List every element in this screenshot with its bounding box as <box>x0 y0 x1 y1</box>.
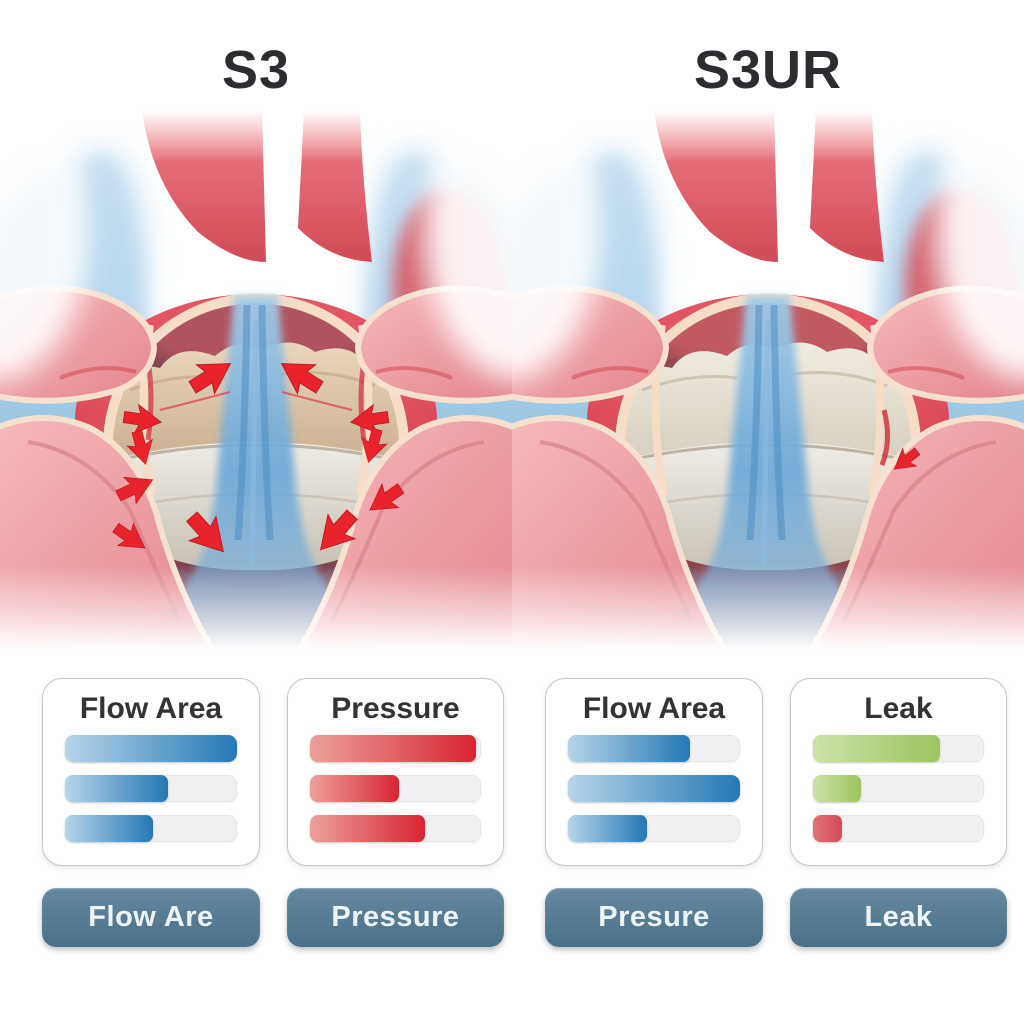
bar-track <box>813 735 984 762</box>
bar-fill-green <box>813 775 861 802</box>
bar-track <box>568 815 740 842</box>
heart-valve-illustration-s3ur <box>512 110 1024 650</box>
panel-title: Leak <box>864 692 933 725</box>
bar-track <box>310 735 481 762</box>
panel-title: Pressure <box>331 692 460 725</box>
bar-track <box>310 775 481 802</box>
pressure-button[interactable]: Pressure <box>287 888 504 947</box>
metric-panel-flow-area-s3: Flow Area <box>42 678 260 866</box>
edge-fade <box>0 110 89 380</box>
bar-track <box>65 775 237 802</box>
metric-panel-flow-area-s3ur: Flow Area <box>545 678 763 866</box>
metric-panel-pressure-s3: Pressure <box>287 678 504 866</box>
bar-fill-blue <box>568 735 691 762</box>
bar-fill-blue <box>568 815 648 842</box>
bar-fill-blue <box>65 775 169 802</box>
bar-fill-red <box>310 735 476 762</box>
bar-fill-red <box>310 775 399 802</box>
heart-valve-illustration-s3 <box>0 110 512 650</box>
metric-panel-leak-s3ur: Leak <box>790 678 1007 866</box>
bar-fill-leak_red <box>813 815 843 842</box>
bar-group <box>43 726 259 842</box>
bar-track <box>813 815 984 842</box>
panel-title: Flow Area <box>582 692 726 725</box>
bottom-fade <box>512 565 1024 650</box>
pressure-button-s3ur[interactable]: Presure <box>545 888 763 947</box>
edge-fade <box>512 110 601 380</box>
bar-group <box>288 726 503 842</box>
page-title-right: S3UR <box>693 40 843 100</box>
bar-fill-blue <box>65 815 153 842</box>
bar-fill-blue <box>568 775 740 802</box>
bar-fill-green <box>813 735 940 762</box>
bar-group <box>791 726 1006 842</box>
bar-track <box>310 815 481 842</box>
bottom-fade <box>0 565 512 650</box>
page-title-left: S3 <box>221 40 291 100</box>
bar-track <box>568 735 740 762</box>
panel-title: Flow Area <box>79 692 223 725</box>
illustrations-row <box>0 110 1024 650</box>
edge-fade <box>423 110 512 380</box>
top-fade <box>512 110 1024 162</box>
titles-row: S3 S3UR <box>0 34 1024 106</box>
top-fade <box>0 110 512 162</box>
bar-track <box>65 815 237 842</box>
flow-area-button[interactable]: Flow Are <box>42 888 260 947</box>
right-title-container: S3UR <box>512 34 1024 106</box>
bar-group <box>546 726 762 842</box>
blood-flow-jet <box>144 296 368 650</box>
leak-button[interactable]: Leak <box>790 888 1007 947</box>
bar-track <box>568 775 740 802</box>
edge-fade <box>935 110 1024 380</box>
bar-fill-blue <box>65 735 237 762</box>
bar-track <box>65 735 237 762</box>
bar-track <box>813 775 984 802</box>
blood-flow-jet <box>656 296 880 650</box>
left-title-container: S3 <box>0 34 512 106</box>
leak-arrows <box>107 348 410 565</box>
bar-fill-red <box>310 815 425 842</box>
